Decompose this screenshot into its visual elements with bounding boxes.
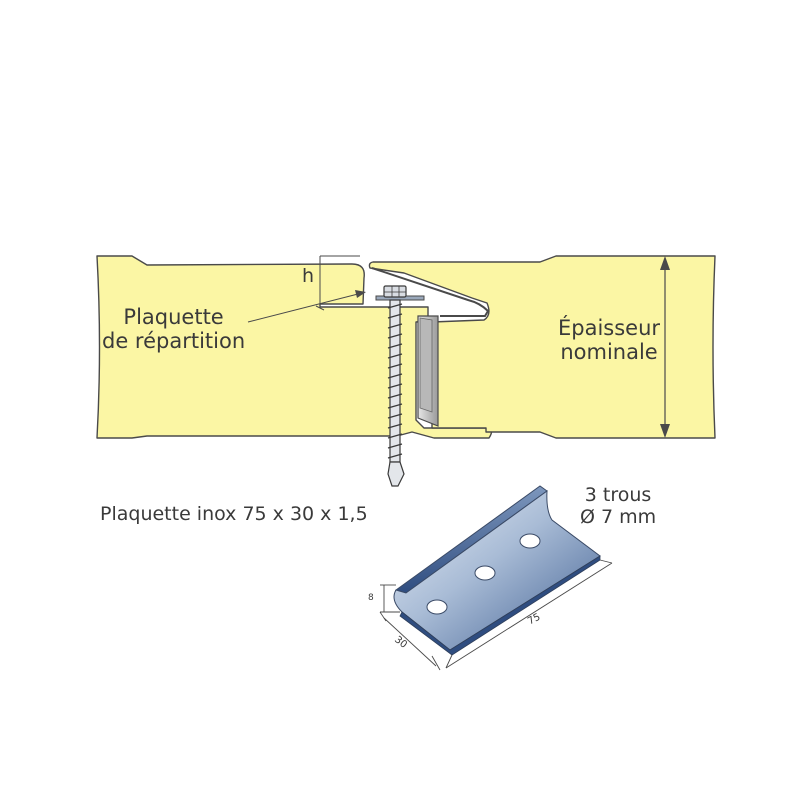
screw-tip (387, 461, 405, 487)
dimension-h (315, 255, 360, 311)
holes-label-line1: 3 trous (584, 484, 652, 506)
plaquette-label-line1: Plaquette (123, 305, 224, 329)
plate-title: Plaquette inox 75 x 30 x 1,5 (100, 503, 368, 525)
epaisseur-label-line2: nominale (560, 340, 658, 365)
plate-3d (393, 485, 601, 656)
epaisseur-label: Épaisseur nominale (558, 316, 660, 364)
plate-dimensions (379, 559, 613, 671)
holes-label: 3 trous Ø 7 mm (580, 484, 657, 529)
thickness-dimension (660, 256, 670, 438)
plaquette-label-line2: de répartition (102, 329, 246, 354)
holes-label-line2: Ø 7 mm (580, 505, 657, 528)
plaquette-leader (247, 290, 366, 323)
joint-flashing (371, 267, 490, 317)
h-label: h (302, 265, 315, 287)
plate-hole-1 (426, 599, 448, 615)
bracket-lip (419, 317, 433, 413)
plaquette-label: Plaquette de répartition (102, 305, 245, 353)
dimension-height-label: 8 (368, 593, 374, 603)
screw-thread (387, 303, 403, 459)
screw-shank (389, 299, 401, 463)
plate-hole-3 (519, 533, 541, 549)
plate-hole-2 (474, 565, 496, 581)
screw-head (383, 285, 407, 298)
epaisseur-label-line1: Épaisseur (558, 316, 661, 340)
